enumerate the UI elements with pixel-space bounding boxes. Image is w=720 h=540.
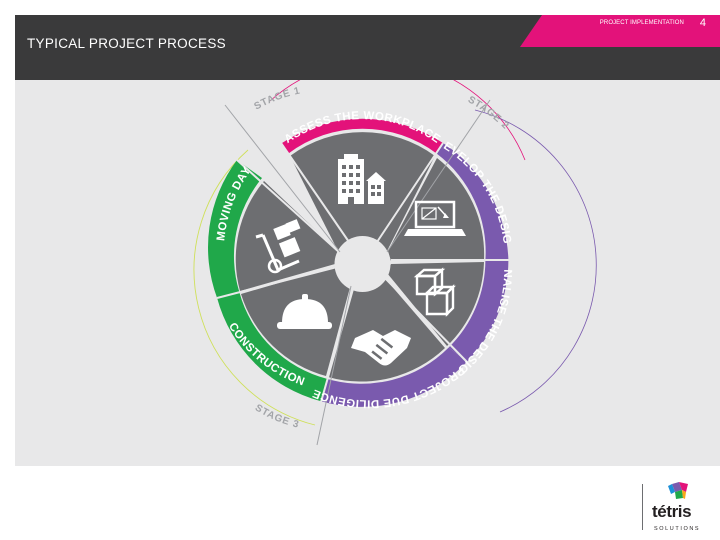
header-accent	[520, 15, 720, 47]
hard-hat-icon	[277, 294, 332, 329]
band-moving	[208, 160, 262, 298]
wheel-hub	[334, 236, 391, 292]
wedge-finalise	[387, 262, 484, 346]
logo-divider	[642, 484, 643, 530]
stage-label-1: STAGE 1	[253, 85, 302, 112]
stage-divider-2	[386, 99, 491, 253]
stage-divider-3	[316, 285, 352, 446]
band-diligence	[321, 347, 468, 407]
diagram-panel: ASSESS THE WORKPLACE DEVELOP THE DESIGN …	[15, 80, 720, 466]
band-construction	[217, 292, 328, 402]
wedge-diligence	[328, 276, 445, 382]
hand-truck-boxes-icon	[255, 219, 301, 274]
page-title: TYPICAL PROJECT PROCESS	[27, 36, 226, 51]
outer-ring-purple	[474, 109, 597, 413]
outer-ring-yellow	[193, 149, 316, 426]
buildings-icon	[338, 154, 386, 204]
laptop-design-icon	[404, 200, 466, 236]
stage-divider-1	[224, 104, 341, 253]
handshake-icon	[351, 330, 411, 366]
tetris-logo-icon	[668, 482, 688, 499]
stage-label-3: STAGE 3	[253, 403, 300, 431]
band-finalise	[448, 260, 509, 362]
page-number: 4	[699, 17, 706, 29]
logo-subtitle: SOLUTIONS	[654, 526, 701, 532]
outer-ring-pink	[269, 80, 526, 161]
logo-wordmark: tétris	[652, 502, 692, 521]
floor-plan-boxes-icon	[413, 267, 456, 317]
band-assess	[281, 118, 444, 154]
wedge-separators	[216, 142, 509, 403]
band-develop	[436, 143, 509, 260]
section-label: PROJECT IMPLEMENTATION	[599, 20, 684, 26]
process-wheel: ASSESS THE WORKPLACE DEVELOP THE DESIGN …	[15, 80, 597, 446]
